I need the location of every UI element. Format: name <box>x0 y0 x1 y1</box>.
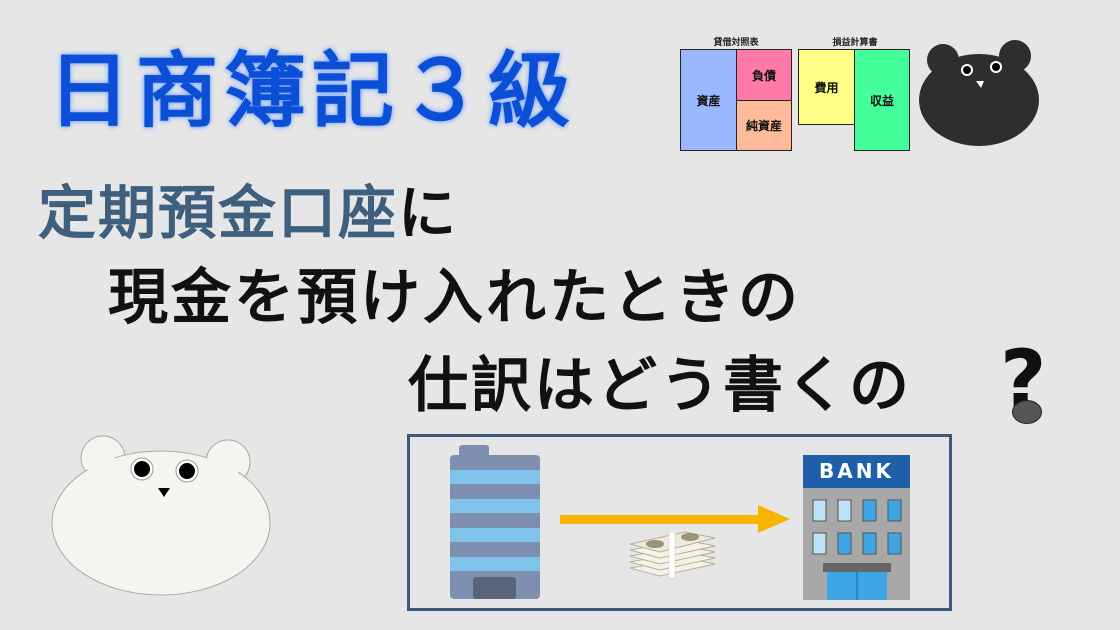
question-mark-dot-icon <box>1012 400 1042 424</box>
net-assets-block: 純資産 <box>736 100 792 151</box>
black-mascot-icon <box>919 40 1039 146</box>
assets-block: 資産 <box>680 49 737 151</box>
office-building-icon <box>450 445 540 599</box>
balance-sheet-label: 貸借対照表 <box>713 38 759 48</box>
bank-building: BANK <box>803 455 910 600</box>
revenue-block: 収益 <box>854 49 910 151</box>
expenses-block: 費用 <box>798 49 855 125</box>
bank-sign: BANK <box>803 455 910 488</box>
white-mascot-icon <box>51 435 271 596</box>
transfer-arrow-icon <box>560 505 790 533</box>
page-title: 日商簿記３級 <box>48 44 577 139</box>
headline-line-2: 現金を預け入れたときの <box>108 263 801 333</box>
bank-facade-icon <box>803 488 910 600</box>
headline-particle: に <box>398 179 459 247</box>
income-statement-label: 損益計算書 <box>832 38 878 48</box>
headline-line-1: 定期預金口座に <box>38 178 458 248</box>
headline-line-3: 仕訳はどう書くの <box>408 351 912 421</box>
deposit-illustration-frame <box>407 434 952 611</box>
headline-accent: 定期預金口座 <box>38 179 399 247</box>
cash-bundle-icon <box>629 531 716 579</box>
liabilities-block: 負債 <box>736 49 792 101</box>
